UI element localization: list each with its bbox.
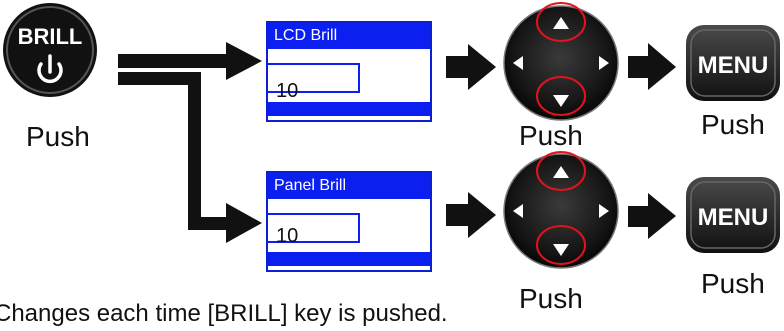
down-arrow-icon[interactable] <box>553 95 569 107</box>
highlight-ring-up <box>536 151 586 191</box>
up-arrow-icon[interactable] <box>553 17 569 29</box>
right-arrow-icon[interactable] <box>599 204 609 218</box>
power-icon <box>37 54 63 84</box>
flow-arrow-to-menu-2 <box>628 193 676 239</box>
brightness-value: 10 <box>276 225 299 247</box>
highlight-ring-up <box>536 2 586 42</box>
menu-key-label: MENU <box>698 52 769 79</box>
brill-note: Changes each time [BRILL] key is pushed. <box>0 300 448 327</box>
brill-key-label: BRILL <box>18 24 83 49</box>
screen-footer-bar <box>268 102 430 116</box>
brill-push-label: Push <box>26 121 90 152</box>
brightness-level-bar <box>268 63 360 93</box>
menu-1-push-label: Push <box>701 109 765 140</box>
cursor-pad-1[interactable] <box>503 2 619 121</box>
menu-key-1[interactable]: MENU <box>686 25 780 101</box>
pad-2-push-label: Push <box>519 283 583 314</box>
brill-key[interactable]: BRILL <box>3 3 97 97</box>
menu-key-label: MENU <box>698 204 769 231</box>
menu-key-2[interactable]: MENU <box>686 177 780 253</box>
brightness-value: 10 <box>276 80 299 102</box>
screen-footer-bar <box>268 252 430 266</box>
highlight-ring-down <box>536 76 586 116</box>
down-arrow-icon[interactable] <box>553 244 569 256</box>
flow-arrow-to-lcd <box>118 42 262 80</box>
menu-2-push-label: Push <box>701 268 765 299</box>
flow-arrow-to-panel <box>118 72 262 243</box>
right-arrow-icon[interactable] <box>599 56 609 70</box>
flow-arrow-to-pad-2 <box>446 192 496 238</box>
left-arrow-icon[interactable] <box>513 56 523 70</box>
screen-title: Panel Brill <box>268 173 430 199</box>
highlight-ring-down <box>536 225 586 265</box>
panel-brill-screen: Panel Brill 10 <box>266 171 432 272</box>
left-arrow-icon[interactable] <box>513 204 523 218</box>
pad-1-push-label: Push <box>519 120 583 151</box>
flow-arrow-to-menu-1 <box>628 43 676 90</box>
brightness-level-bar <box>268 213 360 243</box>
up-arrow-icon[interactable] <box>553 166 569 178</box>
lcd-brill-screen: LCD Brill 10 <box>266 21 432 122</box>
cursor-pad-2[interactable] <box>503 151 619 269</box>
screen-title: LCD Brill <box>268 23 430 49</box>
flow-arrow-to-pad-1 <box>446 44 496 90</box>
